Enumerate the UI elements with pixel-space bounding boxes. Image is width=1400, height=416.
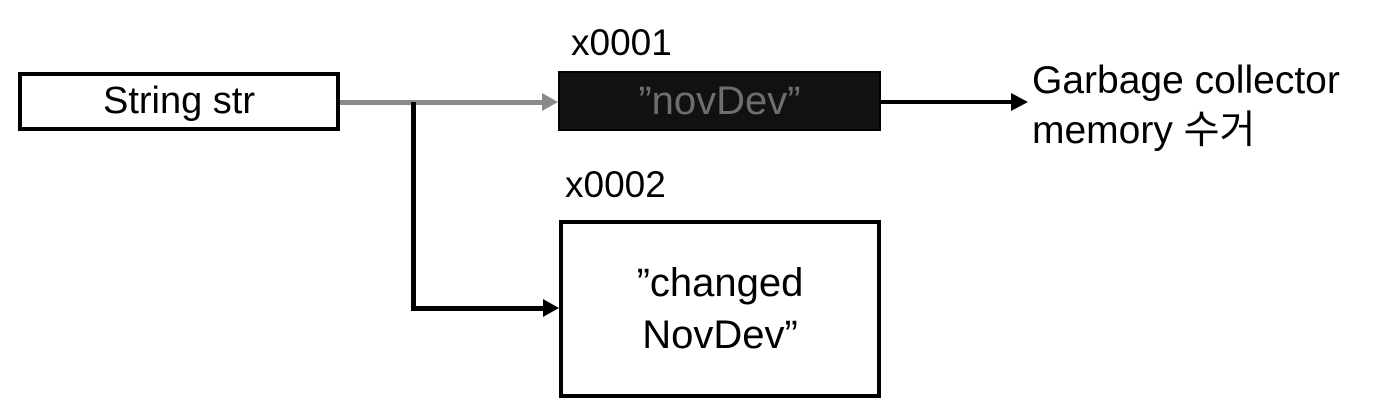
arrow-x0001-to-gc-line	[881, 100, 1011, 104]
heap2-value-line1: ”changed	[636, 261, 804, 305]
arrow-str-to-x0001-line	[340, 100, 544, 105]
arrow-str-to-x0001-arrowhead-icon	[542, 93, 558, 111]
garbage-collector-note-line1: Garbage collector	[1032, 59, 1340, 102]
arrow-str-to-x0002-arrowhead-icon	[543, 299, 559, 317]
heap2-address-label: x0002	[565, 164, 666, 205]
heap1-value: ”novDev”	[638, 78, 801, 123]
arrow-str-to-x0002-horizontal-line	[411, 306, 543, 311]
heap1-object-box: ”novDev”	[558, 71, 881, 131]
arrow-str-to-x0002-vertical-line	[411, 102, 416, 311]
garbage-collector-note: Garbage collector memory 수거	[1032, 56, 1340, 156]
heap2-object-box: ”changed NovDev”	[559, 220, 881, 398]
arrow-x0001-to-gc-arrowhead-icon	[1011, 93, 1028, 111]
garbage-collector-note-line2: memory 수거	[1032, 109, 1256, 152]
heap2-value-line2: NovDev”	[642, 313, 798, 357]
heap1-address-label: x0001	[571, 22, 672, 63]
string-variable-box: String str	[18, 72, 340, 131]
string-variable-label: String str	[102, 80, 256, 122]
